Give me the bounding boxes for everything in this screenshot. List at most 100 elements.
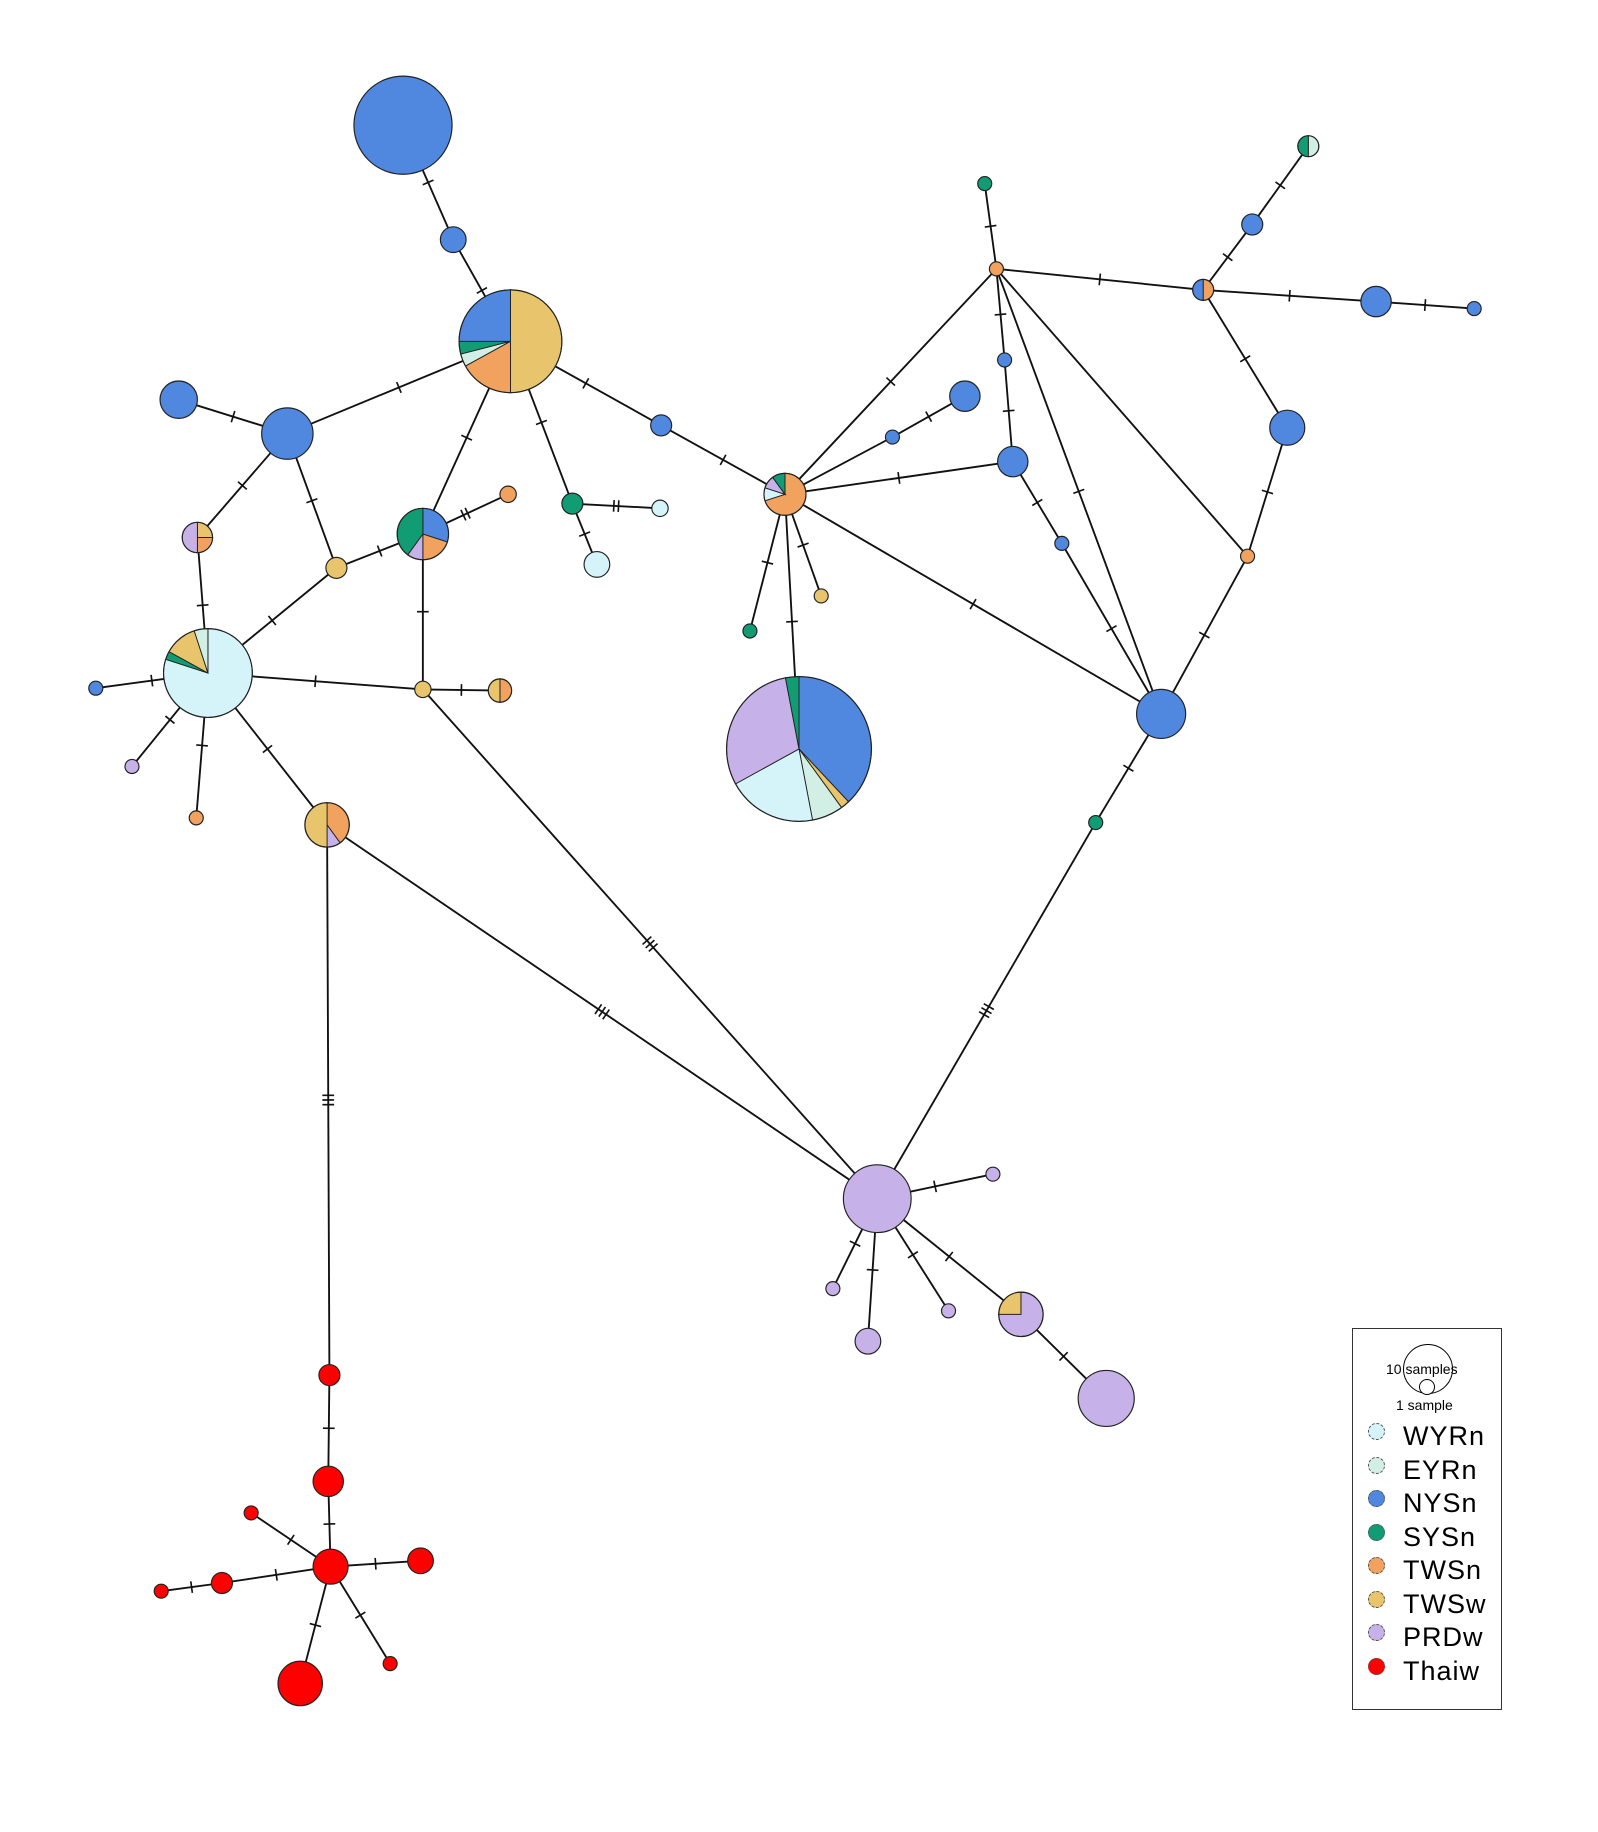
node-circle bbox=[382, 1656, 398, 1672]
mutation-tick bbox=[309, 1622, 322, 1628]
haplotype-node bbox=[561, 492, 584, 515]
mutation-tick bbox=[267, 615, 277, 626]
legend-swatch bbox=[1368, 1624, 1385, 1641]
legend-swatch bbox=[1368, 1523, 1385, 1541]
legend-label: SYSn bbox=[1403, 1521, 1477, 1552]
node-circle bbox=[1136, 688, 1187, 740]
haplotype-node bbox=[243, 1505, 259, 1521]
haplotype-node bbox=[651, 499, 669, 518]
haplotype-node bbox=[312, 1465, 345, 1498]
mutation-tick bbox=[648, 943, 659, 953]
mutation-tick bbox=[944, 1251, 954, 1262]
haplotype-node bbox=[1269, 409, 1306, 446]
mutation-tick bbox=[978, 1011, 990, 1019]
haplotype-node bbox=[949, 380, 981, 412]
edge bbox=[572, 502, 661, 510]
node-circle bbox=[261, 407, 314, 460]
haplotype-node bbox=[825, 1281, 841, 1297]
mutation-tick bbox=[1275, 181, 1286, 190]
pie-slice-twsw bbox=[510, 289, 563, 394]
node-outline bbox=[998, 1291, 1044, 1338]
node-circle bbox=[977, 175, 993, 192]
haplotype-node bbox=[439, 226, 467, 254]
mutation-tick bbox=[460, 509, 467, 521]
mutation-tick bbox=[612, 499, 615, 512]
node-circle bbox=[1239, 548, 1256, 564]
mutation-tick bbox=[578, 531, 591, 537]
mutation-tick bbox=[422, 179, 434, 186]
node-circle bbox=[884, 429, 901, 445]
pie-slice-twsn bbox=[1202, 278, 1215, 301]
mutation-tick bbox=[196, 744, 208, 747]
haplotype-node bbox=[763, 472, 807, 516]
mutation-tick bbox=[1058, 1351, 1069, 1362]
haplotype-node bbox=[996, 352, 1013, 368]
haplotype-node bbox=[162, 628, 253, 719]
legend-item-sysn: SYSn bbox=[1353, 1522, 1501, 1556]
node-circle bbox=[312, 1548, 349, 1585]
node-circle bbox=[1088, 814, 1104, 831]
haplotype-node bbox=[1192, 278, 1215, 301]
mutation-tick bbox=[237, 481, 248, 490]
mutation-tick bbox=[866, 1268, 879, 1272]
mutation-tick bbox=[983, 1002, 995, 1011]
haplotype-node bbox=[998, 1291, 1044, 1338]
size-circle-small bbox=[1419, 1379, 1435, 1395]
node-circle bbox=[243, 1505, 259, 1521]
node-outline bbox=[396, 507, 450, 561]
haplotype-node bbox=[210, 1571, 234, 1595]
edge bbox=[995, 268, 1249, 557]
haplotype-node bbox=[725, 675, 873, 822]
legend-item-nysn: NYSn bbox=[1353, 1488, 1501, 1522]
haplotype-node bbox=[985, 1166, 1001, 1182]
haplotype-node bbox=[1360, 285, 1392, 318]
network-edges bbox=[95, 124, 1475, 1684]
legend-swatch bbox=[1368, 1490, 1385, 1507]
node-circle bbox=[499, 485, 517, 504]
mutation-tick bbox=[1073, 488, 1085, 495]
mutation-tick bbox=[984, 224, 997, 228]
node-outline bbox=[487, 678, 513, 703]
node-circle bbox=[949, 380, 981, 412]
haplotype-node bbox=[153, 1583, 169, 1599]
haplotype-node bbox=[277, 1660, 323, 1707]
mutation-tick bbox=[1106, 624, 1117, 633]
size-label-small: 1 sample bbox=[1396, 1397, 1453, 1413]
haplotype-node bbox=[996, 445, 1029, 478]
haplotype-node bbox=[1088, 814, 1104, 831]
mutation-tick bbox=[286, 1534, 295, 1546]
node-outline bbox=[763, 472, 807, 516]
node-circle bbox=[996, 352, 1013, 368]
pie-slice-eyrn bbox=[1307, 135, 1320, 158]
haplotype-node bbox=[1054, 535, 1070, 551]
mutation-tick bbox=[535, 419, 548, 426]
mutation-tick bbox=[849, 1240, 861, 1247]
legend-swatch bbox=[1368, 1657, 1385, 1675]
mutation-tick bbox=[885, 376, 896, 387]
haplotype-node bbox=[1241, 213, 1264, 236]
legend-label: PRDw bbox=[1403, 1622, 1484, 1652]
haplotype-node bbox=[499, 485, 517, 504]
mutation-tick bbox=[1031, 498, 1043, 507]
haplotype-node bbox=[854, 1327, 882, 1355]
pie-slice-sysn bbox=[1297, 135, 1309, 158]
haplotype-node bbox=[977, 175, 993, 192]
pie-slice-twsn bbox=[499, 678, 513, 703]
mutation-tick bbox=[395, 381, 402, 394]
pie-slice-nysn bbox=[1192, 278, 1204, 301]
haplotype-node bbox=[261, 407, 314, 460]
node-circle bbox=[277, 1660, 323, 1707]
node-outline bbox=[1297, 135, 1320, 158]
mutation-tick bbox=[464, 507, 471, 519]
legend-item-thaiw: Thaiw bbox=[1353, 1656, 1501, 1690]
pie-slice-prdw bbox=[181, 521, 198, 554]
size-key: 10 samples 1 sample bbox=[1353, 1329, 1501, 1421]
mutation-tick bbox=[461, 434, 473, 441]
node-circle bbox=[407, 1547, 434, 1575]
node-circle bbox=[813, 588, 829, 604]
node-circle bbox=[159, 380, 198, 419]
haplotype-node bbox=[188, 810, 204, 826]
node-outline bbox=[304, 802, 350, 848]
mutation-tick bbox=[1222, 253, 1233, 262]
mutation-tick bbox=[1239, 355, 1251, 363]
